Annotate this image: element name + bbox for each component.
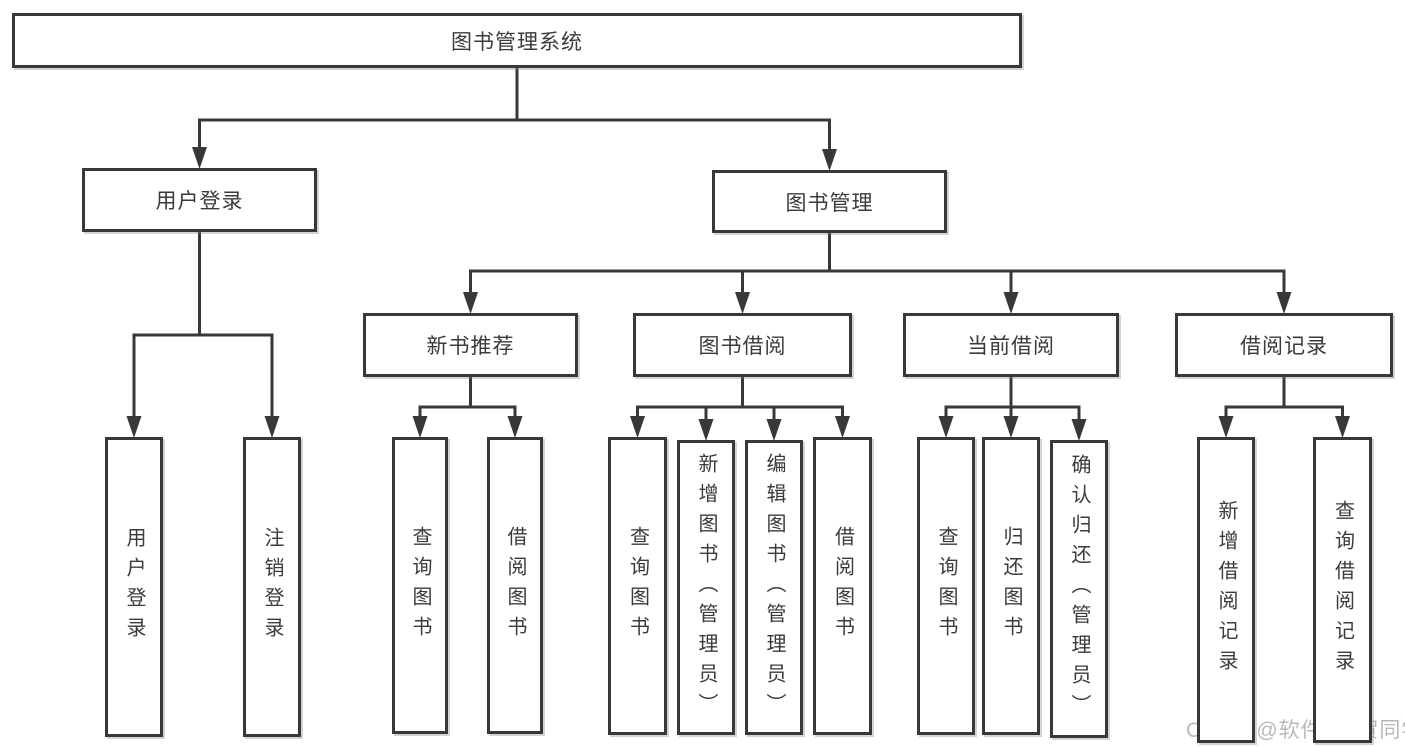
node-add-book-admin: 新增图书（管理员）	[677, 440, 735, 735]
node-label-query-books-current: 查询图书	[935, 526, 957, 646]
node-new-book-recommendation: 新书推荐	[363, 313, 578, 377]
node-label-borrowing-records: 借阅记录	[1240, 335, 1328, 358]
arrowhead-new-book-recommendation	[463, 292, 478, 314]
node-label-current-borrowing: 当前借阅	[967, 335, 1055, 358]
node-label-book-borrowing: 图书借阅	[698, 335, 787, 358]
node-logout: 注销登录	[243, 437, 301, 737]
arrowhead-book-borrowing	[735, 292, 750, 314]
arrowhead-current-borrowing	[1003, 292, 1019, 314]
arrowhead-query-books-borrow	[630, 416, 645, 438]
node-label-borrow-books-borrow: 借阅图书	[831, 526, 854, 646]
node-label-new-book-recommendation: 新书推荐	[426, 335, 515, 358]
arrowhead-logout	[264, 416, 280, 438]
node-label-borrow-books-recommend: 借阅图书	[504, 525, 526, 646]
node-return-book: 归还图书	[982, 437, 1040, 735]
arrowhead-user-login	[192, 147, 207, 169]
node-label-login: 用户登录	[123, 527, 145, 647]
node-label-confirm-return-admin: 确认归还（管理员）	[1068, 454, 1090, 724]
node-book-management: 图书管理	[712, 170, 947, 233]
node-current-borrowing: 当前借阅	[903, 313, 1119, 377]
node-query-books-borrow: 查询图书	[608, 437, 667, 735]
arrowhead-borrow-books-recommend	[507, 416, 523, 438]
node-borrow-books-recommend: 借阅图书	[487, 437, 543, 734]
arrowhead-return-book	[1003, 416, 1019, 438]
node-label-add-borrow-record: 新增借阅记录	[1215, 500, 1237, 680]
node-label-user-login: 用户登录	[155, 190, 244, 213]
node-label-edit-book-admin: 编辑图书（管理员）	[763, 452, 785, 723]
arrowhead-query-books-recommend	[412, 416, 428, 438]
node-library-management-system: 图书管理系统	[12, 13, 1022, 68]
node-label-book-management: 图书管理	[785, 191, 874, 215]
arrowhead-add-book-admin	[698, 419, 714, 441]
arrowhead-edit-book-admin	[766, 419, 782, 441]
arrowhead-borrowing-records	[1276, 292, 1292, 314]
arrowhead-add-borrow-record	[1218, 416, 1234, 438]
node-label-query-books-borrow: 查询图书	[626, 526, 649, 646]
node-confirm-return-admin: 确认归还（管理员）	[1050, 440, 1108, 738]
node-label-library-management-system: 图书管理系统	[451, 30, 583, 54]
arrowhead-confirm-return-admin	[1071, 419, 1087, 441]
node-edit-book-admin: 编辑图书（管理员）	[745, 440, 803, 735]
arrowhead-query-borrow-record	[1335, 416, 1350, 438]
node-borrowing-records: 借阅记录	[1175, 313, 1393, 377]
arrowhead-query-books-current	[938, 416, 954, 438]
node-borrow-books-borrow: 借阅图书	[813, 437, 872, 735]
node-query-books-recommend: 查询图书	[392, 437, 448, 734]
arrowhead-borrow-books-borrow	[835, 416, 850, 438]
node-label-query-borrow-record: 查询借阅记录	[1331, 500, 1354, 680]
node-login: 用户登录	[105, 437, 163, 737]
arrowhead-book-management	[822, 149, 837, 171]
node-label-query-books-recommend: 查询图书	[409, 525, 431, 646]
node-label-add-book-admin: 新增图书（管理员）	[695, 452, 717, 723]
node-label-logout: 注销登录	[261, 527, 283, 647]
node-label-return-book: 归还图书	[1000, 526, 1022, 646]
node-add-borrow-record: 新增借阅记录	[1197, 437, 1255, 743]
node-query-books-current: 查询图书	[917, 437, 975, 735]
node-book-borrowing: 图书借阅	[633, 313, 852, 377]
node-user-login: 用户登录	[82, 168, 317, 232]
arrowhead-login	[126, 416, 142, 438]
node-query-borrow-record: 查询借阅记录	[1313, 437, 1372, 743]
